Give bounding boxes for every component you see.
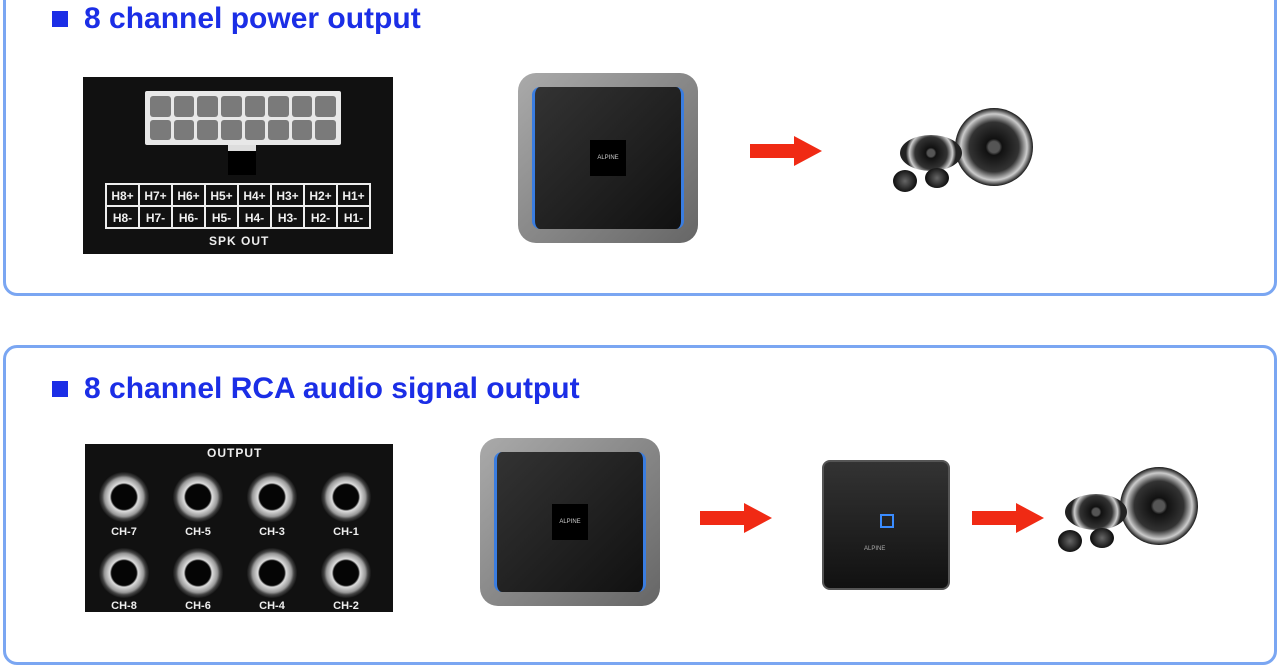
arrow-right-icon (700, 503, 772, 533)
tweeter-image (893, 170, 917, 192)
channel-label: CH-8 (111, 600, 137, 612)
terminal-label: H5- (205, 206, 238, 228)
channel-label: CH-3 (259, 526, 285, 538)
power-led-icon (880, 514, 894, 528)
alpine-logo: ALPINE (864, 546, 886, 552)
channel-label: CH-7 (111, 526, 137, 538)
spk-out-label: SPK OUT (209, 234, 270, 248)
rca-jack (321, 472, 371, 522)
terminal-label: H8+ (106, 184, 139, 206)
dsp-amplifier-image: ALPINE (480, 438, 660, 606)
tweeter-image (1058, 530, 1082, 552)
output-label: OUTPUT (207, 446, 263, 460)
section-title-power: 8 channel power output (52, 2, 421, 36)
channel-label: CH-6 (185, 600, 211, 612)
bullet-icon (52, 11, 68, 27)
rca-jack (173, 548, 223, 598)
bullet-icon (52, 381, 68, 397)
channel-label: CH-2 (333, 600, 359, 612)
tweeter-image (925, 168, 949, 188)
terminal-grid: H8+ H7+ H6+ H5+ H4+ H3+ H2+ H1+ H8- H7- … (105, 183, 371, 229)
terminal-label: H5+ (205, 184, 238, 206)
terminal-label: H2+ (304, 184, 337, 206)
alpine-logo: ALPINE (552, 504, 588, 540)
speaker-woofer-image (1120, 467, 1198, 545)
speaker-output-connector-image: H8+ H7+ H6+ H5+ H4+ H3+ H2+ H1+ H8- H7- … (83, 77, 393, 254)
rca-jack (99, 472, 149, 522)
rca-jack (173, 472, 223, 522)
terminal-label: H7- (139, 206, 172, 228)
rca-output-connector-image: OUTPUT CH-7 CH-5 CH-3 CH-1 CH-8 CH-6 CH-… (85, 444, 393, 612)
rca-jack (321, 548, 371, 598)
terminal-label: H3- (271, 206, 304, 228)
arrow-right-icon (972, 503, 1044, 533)
external-amplifier-image: ALPINE (822, 460, 950, 590)
connector-tab (228, 145, 256, 175)
rca-jack (247, 548, 297, 598)
terminal-label: H1+ (337, 184, 370, 206)
channel-label: CH-5 (185, 526, 211, 538)
terminal-label: H6- (172, 206, 205, 228)
arrow-right-icon (750, 136, 822, 166)
dsp-amplifier-image: ALPINE (518, 73, 698, 243)
speaker-midrange-image (1065, 494, 1127, 530)
title-text: 8 channel RCA audio signal output (84, 372, 580, 405)
speaker-woofer-image (955, 108, 1033, 186)
terminal-label: H1- (337, 206, 370, 228)
terminal-label: H6+ (172, 184, 205, 206)
terminal-label: H2- (304, 206, 337, 228)
terminal-label: H7+ (139, 184, 172, 206)
rca-jack (247, 472, 297, 522)
speaker-midrange-image (900, 135, 962, 171)
terminal-label: H4+ (238, 184, 271, 206)
alpine-logo: ALPINE (590, 140, 626, 176)
terminal-label: H8- (106, 206, 139, 228)
terminal-label: H3+ (271, 184, 304, 206)
rca-jack (99, 548, 149, 598)
connector-plug (145, 91, 341, 145)
section-title-rca: 8 channel RCA audio signal output (52, 372, 580, 406)
channel-label: CH-4 (259, 600, 285, 612)
channel-label: CH-1 (333, 526, 359, 538)
title-text: 8 channel power output (84, 2, 421, 35)
terminal-label: H4- (238, 206, 271, 228)
tweeter-image (1090, 528, 1114, 548)
